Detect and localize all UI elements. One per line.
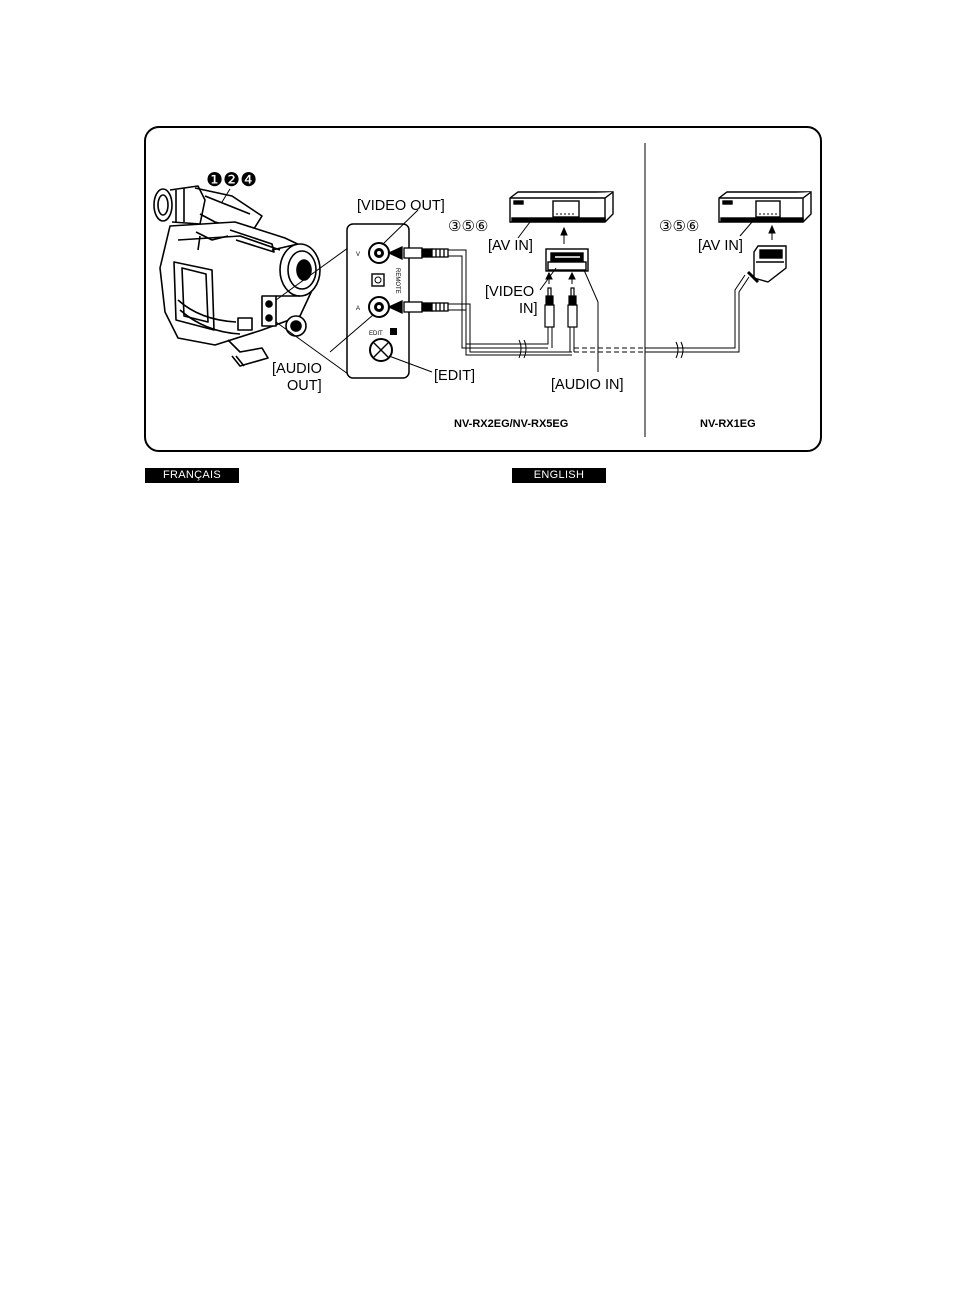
model-label-left: NV-RX2EG/NV-RX5EG: [454, 418, 568, 430]
edit-label: [EDIT]: [434, 368, 475, 384]
audio-plug: [389, 301, 448, 313]
model-label-right: NV-RX1EG: [700, 418, 756, 430]
remote-jack-label: REMOTE: [394, 268, 400, 294]
audio-out-label-line2: OUT]: [287, 378, 322, 394]
french-section-tab: FRANÇAIS: [145, 468, 239, 483]
rca-plugs-to-adapter: [545, 288, 577, 327]
english-section-tab: ENGLISH: [512, 468, 606, 483]
video-in-label-line2: IN]: [519, 301, 538, 317]
remote-jack: [372, 274, 384, 286]
vcr-left-step-markers: ③⑤⑥: [448, 217, 488, 235]
jack-edit-label: EDIT: [369, 331, 383, 337]
video-out-label: [VIDEO OUT]: [357, 198, 445, 214]
av-in-left-label: [AV IN]: [488, 238, 533, 254]
camcorder-illustration: [154, 186, 320, 366]
scart-connector-right: [748, 246, 786, 282]
vcr-right-step-markers: ③⑤⑥: [659, 217, 699, 235]
jack-panel: [347, 224, 409, 378]
av-in-left-leader: [518, 222, 530, 238]
jack-a-label: A: [356, 306, 360, 312]
camera-step-markers: ❶❷❹: [206, 169, 257, 191]
vcr-left: [510, 192, 613, 222]
video-plug: [389, 247, 448, 259]
jack-v-label: V: [356, 252, 360, 258]
scart-adapter: [546, 249, 588, 271]
video-in-label-line1: [VIDEO: [485, 284, 534, 300]
av-in-right-leader: [740, 222, 752, 236]
audio-out-label-line1: [AUDIO: [272, 361, 322, 377]
av-in-right-label: [AV IN]: [698, 238, 743, 254]
vcr-right: [719, 192, 811, 222]
audio-in-label: [AUDIO IN]: [551, 377, 624, 393]
